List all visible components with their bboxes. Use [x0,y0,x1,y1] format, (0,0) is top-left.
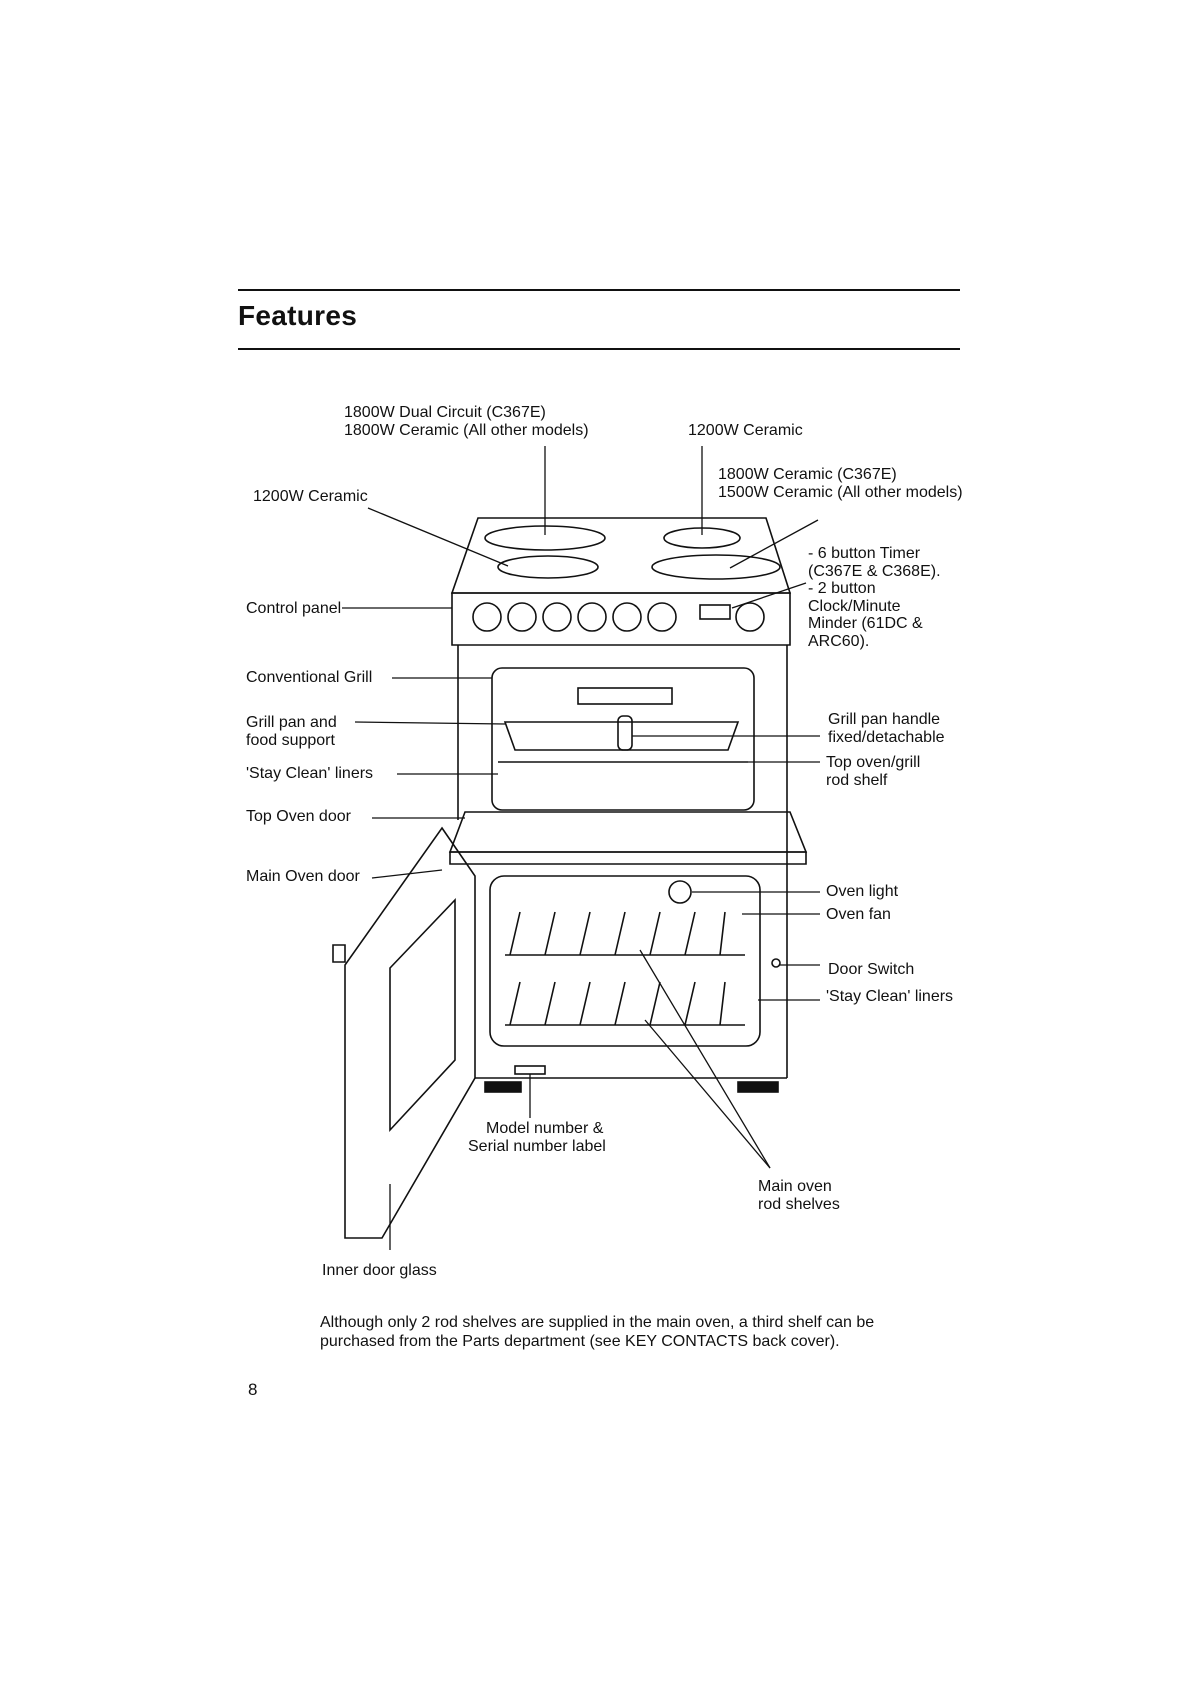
header-rule-top [238,289,960,291]
oven-light [668,880,692,904]
label-timer: - 6 button Timer (C367E & C368E).- 2 but… [808,545,941,650]
label-stay-clean-main: 'Stay Clean' liners [826,988,954,1005]
page-title: Features [238,300,358,331]
label-main-oven-door: Main Oven door [246,868,360,885]
control-knobs [472,602,765,632]
door-handle [332,944,346,963]
door-window [389,898,456,1133]
header-rule-bottom [238,348,960,350]
label-model-number: Model number &Serial number label [468,1120,606,1155]
label-stay-clean-top: 'Stay Clean' liners [246,765,374,782]
hob-ring-front-right [651,554,781,580]
shelf-rods [509,911,726,1026]
leader-lines [342,446,820,1250]
label-inner-door-glass: Inner door glass [322,1262,437,1279]
label-door-switch: Door Switch [828,961,915,978]
label-hob-rear-right: 1200W Ceramic [688,422,803,439]
serial-label [514,1065,546,1075]
label-oven-light: Oven light [826,883,899,900]
label-hob-front-right: 1800W Ceramic (C367E)1500W Ceramic (All … [718,466,963,501]
timer-display [699,604,731,620]
main-oven-cavity [489,875,761,1047]
door-switch [771,958,781,968]
label-hob-rear-left: 1800W Dual Circuit (C367E)1800W Ceramic … [344,404,589,439]
top-oven-door [448,811,808,853]
label-oven-fan: Oven fan [826,906,891,923]
grill-element [577,687,673,705]
shelf-note: Although only 2 rod shelves are supplied… [320,1314,875,1350]
label-top-oven-door: Top Oven door [246,808,351,825]
label-control-panel: Control panel [246,600,342,617]
foot-right [737,1081,779,1093]
page-number: 8 [248,1380,258,1399]
control-panel-body [451,592,791,646]
label-hob-front-left: 1200W Ceramic [253,488,368,505]
main-oven-door [344,826,476,1239]
grill-pan [503,721,740,751]
hob-ring-front-left [497,555,599,579]
label-conventional-grill: Conventional Grill [246,669,373,686]
foot-left [484,1081,522,1093]
grill-pan-handle [617,715,633,751]
top-oven-cavity [491,667,755,811]
